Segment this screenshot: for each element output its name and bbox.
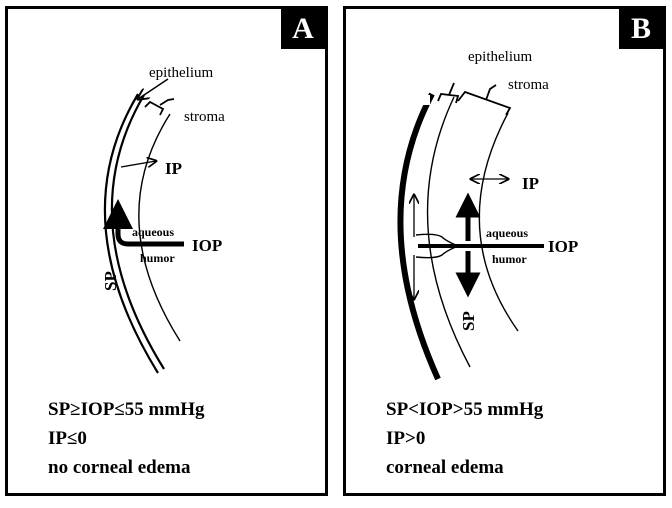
stroma-middle-line: [426, 96, 471, 368]
ip-arrow: [120, 161, 156, 167]
panel-a: A epithelium stroma IP aqueous humor IOP…: [5, 6, 328, 496]
panel-b-diagram: epithelium stroma IP aqueous humor IOP S…: [397, 49, 578, 381]
panel-a-caption: SP≥IOP≤55 mmHg IP≤0 no corneal edema: [48, 395, 205, 482]
label-stroma: stroma: [184, 109, 225, 125]
label-epithelium: epithelium: [149, 65, 213, 81]
panel-b-caption: SP<IOP>55 mmHg IP>0 corneal edema: [386, 395, 543, 482]
label-epithelium: epithelium: [468, 49, 532, 65]
stroma-bracket: [457, 84, 512, 116]
panel-b-badge: B: [619, 9, 663, 49]
panel-a-diagram: epithelium stroma IP aqueous humor IOP S…: [101, 65, 225, 374]
epithelium-bracket: [437, 82, 460, 104]
epithelium-pointer-arrow: [138, 78, 169, 99]
label-aqueous: aqueous: [486, 226, 528, 240]
label-ip: IP: [522, 174, 539, 193]
stroma-endothelium-line: [478, 112, 519, 332]
caption-line-2: IP>0: [386, 428, 426, 449]
caption-line-3: corneal edema: [386, 457, 504, 478]
caption-line-3: no corneal edema: [48, 457, 191, 478]
label-ip: IP: [165, 159, 182, 178]
caption-line-1: SP<IOP>55 mmHg: [386, 399, 544, 420]
panel-a-badge: A: [281, 9, 325, 49]
label-iop: IOP: [192, 236, 222, 255]
label-aqueous: aqueous: [132, 225, 174, 239]
caption-line-2: IP≤0: [48, 428, 87, 449]
label-humor: humor: [140, 251, 175, 265]
iop-curved-arrow: [103, 199, 184, 247]
label-stroma: stroma: [508, 77, 549, 93]
epithelium-layer: [397, 92, 441, 381]
label-humor: humor: [492, 252, 527, 266]
label-sp: SP: [101, 271, 120, 291]
panel-b: B: [343, 6, 666, 496]
label-sp: SP: [459, 311, 478, 331]
stroma-bracket: [144, 98, 175, 116]
caption-line-1: SP≥IOP≤55 mmHg: [48, 399, 205, 420]
stroma-endothelium-line: [138, 113, 181, 342]
flow-branch-upper: [415, 233, 459, 247]
label-iop: IOP: [548, 237, 578, 256]
flow-branch-lower: [415, 245, 459, 259]
